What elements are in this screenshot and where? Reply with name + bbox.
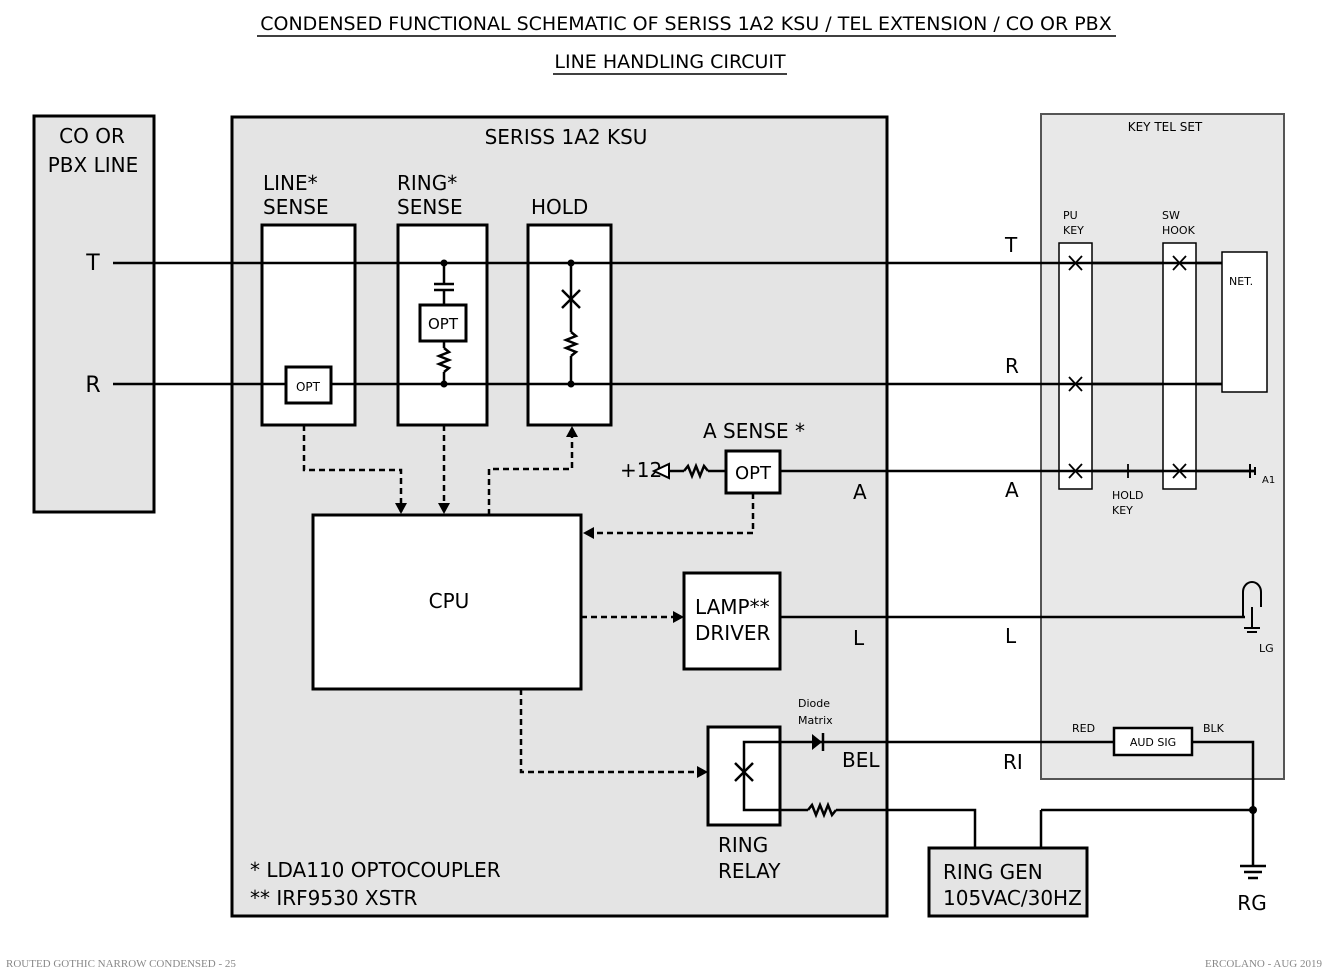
ksu-title: SERISS 1A2 KSU: [485, 125, 648, 149]
lead-r-label: R: [1005, 354, 1019, 378]
ring-gen-label-2: 105VAC/30HZ: [943, 886, 1082, 910]
ring-relay-x2: [734, 762, 754, 782]
lamp-driver-label-1: LAMP**: [695, 595, 770, 619]
lead-a-label: A: [1005, 478, 1019, 502]
ring-gen-label-1: RING GEN: [943, 860, 1043, 884]
ring-sense-opt: [418, 303, 468, 343]
ring-relay-label-2: RELAY: [718, 859, 781, 883]
l-inner-label: L: [853, 626, 865, 650]
bel-label: BEL: [842, 748, 880, 772]
hold-key-label-1: HOLD: [1112, 489, 1144, 502]
title-line-2: LINE HANDLING CIRCUIT: [554, 51, 786, 73]
ring-sense-arrow: [438, 503, 450, 514]
co-tip-label: T: [85, 251, 100, 276]
lead-l-label: L: [1005, 624, 1017, 648]
footer-left: ROUTED GOTHIC NARROW CONDENSED - 25: [6, 958, 236, 970]
key-contacts: [1068, 255, 1187, 479]
lamp-driver-label-2: DRIVER: [695, 621, 771, 645]
a-sense-resistor: [683, 462, 709, 480]
a-inner-label: A: [853, 480, 867, 504]
key-tel-set-title: KEY TEL SET: [1128, 120, 1203, 134]
cpu-to-ring-relay: [519, 689, 704, 774]
diode-matrix-label-1: Diode: [798, 697, 830, 710]
aud-sig-label: AUD SIG: [1130, 736, 1176, 749]
ring-relay-arrow: [697, 766, 708, 778]
line-sense-arrow: [395, 503, 407, 514]
hold-node-top: [567, 259, 575, 267]
rg-label: RG: [1237, 891, 1266, 915]
cpu-label: CPU: [429, 589, 470, 613]
line-sense-opt-label: OPT: [296, 380, 321, 394]
a-sense-label: A SENSE *: [703, 419, 805, 443]
sw-hook-bar: [1162, 242, 1197, 490]
note-optocoupler: * LDA110 OPTOCOUPLER: [250, 858, 501, 882]
title-line-1: CONDENSED FUNCTIONAL SCHEMATIC OF SERISS…: [260, 13, 1111, 35]
sw-hook-label-2: HOOK: [1162, 224, 1196, 237]
ring-relay-label-1: RING: [718, 833, 768, 857]
footer-right: ERCOLANO - AUG 2019: [1205, 958, 1323, 970]
lead-t-label: T: [1004, 233, 1018, 257]
hold-resistor: [562, 331, 580, 357]
line-sense-to-cpu: [302, 425, 403, 512]
diode-symbol: [812, 734, 822, 750]
blk-lead-line: [1192, 740, 1255, 866]
diode-matrix-label-2: Matrix: [798, 714, 833, 727]
a-sense-opt-label: OPT: [735, 463, 772, 484]
co-pbx-box: [32, 114, 156, 514]
ring-sense-node-top: [440, 259, 448, 267]
pu-key-label-1: PU: [1063, 209, 1078, 222]
ring-relay-contacts: [742, 740, 822, 812]
ring-sense-label-2: SENSE: [397, 195, 463, 219]
hold-box: [526, 223, 613, 427]
hold-key-label-2: KEY: [1112, 504, 1133, 517]
ring-return-resistor: [807, 801, 837, 819]
line-sense-label-1: LINE*: [263, 171, 318, 195]
ring-sense-node-bottom: [440, 380, 448, 388]
a-sense-cpu-arrow: [583, 527, 594, 539]
line-sense-label-2: SENSE: [263, 195, 329, 219]
ring-gen-box: [927, 846, 1089, 918]
lamp-driver-box: [682, 571, 782, 671]
network-label: NET.: [1229, 275, 1253, 288]
a-sense-to-cpu: [585, 493, 755, 535]
cpu-to-hold: [487, 428, 574, 515]
hold-contact-x2: [561, 289, 581, 309]
hold-node-bottom: [567, 380, 575, 388]
ring-return-wire: [836, 808, 977, 848]
lead-ri-label: RI: [1003, 750, 1023, 774]
hold-arrow: [566, 426, 578, 437]
aud-sig-box: [1112, 726, 1194, 757]
ring-sense-resistor: [435, 347, 453, 373]
pu-key-bar: [1058, 242, 1093, 490]
pbx-line-label: PBX LINE: [48, 153, 138, 177]
ring-sense-label-1: RING*: [397, 171, 457, 195]
red-label: RED: [1072, 722, 1095, 735]
lamp-icon: [1242, 581, 1262, 617]
lamp-driver-arrow: [673, 611, 684, 623]
rg-node: [1249, 806, 1257, 814]
blk-label: BLK: [1203, 722, 1225, 735]
cpu-box: [311, 513, 583, 691]
note-transistor: ** IRF9530 XSTR: [250, 886, 418, 910]
sw-hook-label-1: SW: [1162, 209, 1180, 222]
line-sense-opt: [284, 365, 333, 405]
network-box: [1221, 251, 1268, 393]
ring-sense-opt-label: OPT: [428, 315, 459, 333]
hold-label: HOLD: [531, 195, 588, 219]
a1-label: A1: [1262, 475, 1275, 486]
co-ring-label: R: [85, 373, 100, 398]
co-label: CO OR: [59, 124, 125, 148]
lg-label: LG: [1259, 642, 1274, 655]
pu-key-label-2: KEY: [1063, 224, 1084, 237]
